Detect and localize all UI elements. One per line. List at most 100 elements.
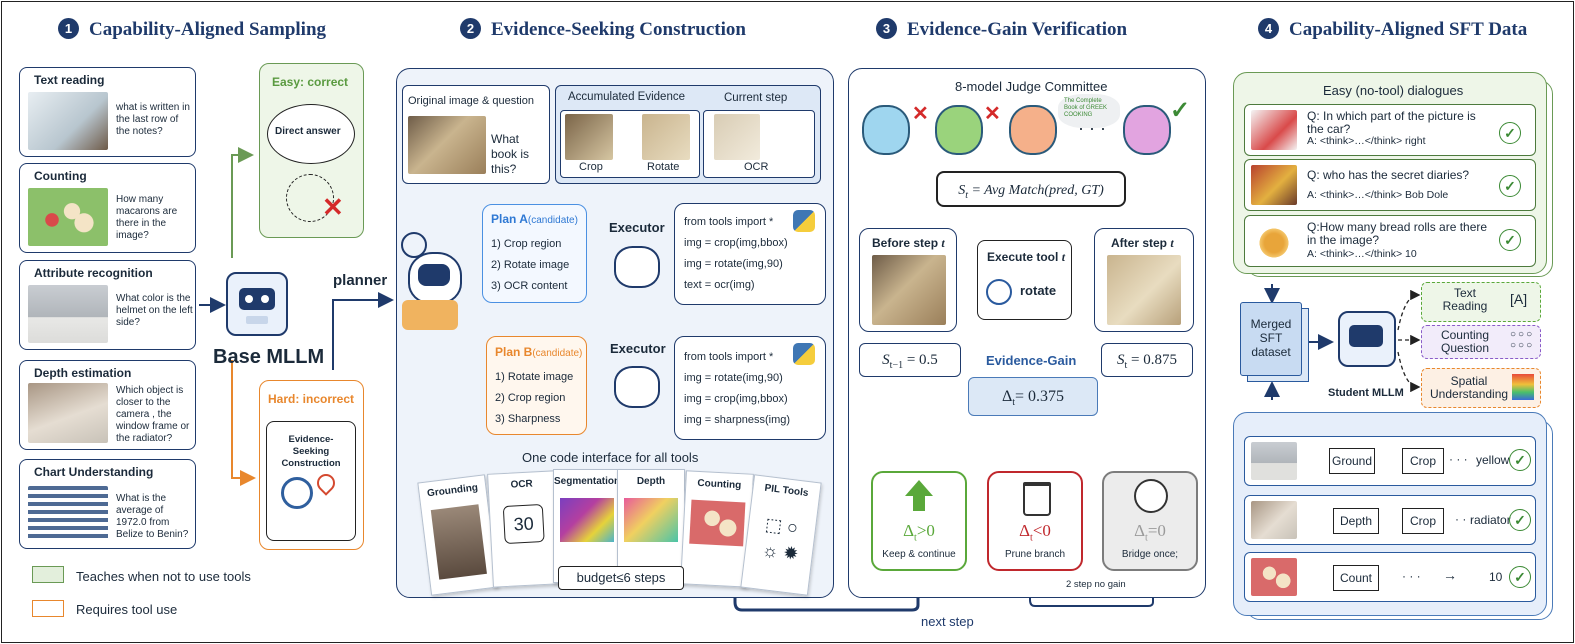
check-icon: ✓: [1170, 97, 1191, 124]
robot-icon: [226, 272, 288, 336]
delta-value: Δt= 0.375: [968, 377, 1098, 416]
evidence-box: Accumulated Evidence Current step Crop R…: [555, 85, 821, 184]
code-box-a: from tools import * img = crop(img,bbox)…: [674, 203, 826, 305]
tool-card-segmentation: Segmentation: [553, 469, 621, 583]
check-icon: ✓: [1509, 509, 1531, 531]
after-step-box: After step t: [1094, 228, 1194, 332]
easy-box: Easy: correct Direct answer ✕: [259, 63, 364, 238]
score-formula: St = Avg Match(pred, GT): [936, 171, 1126, 207]
execute-tool-box: Execute tool t rotate: [977, 240, 1072, 320]
current-score: St = 0.875: [1101, 343, 1193, 377]
laptop-icon: [402, 300, 458, 330]
trajectory-thumb: [1251, 558, 1297, 596]
check-icon: ✓: [1509, 449, 1531, 471]
executor-robot-icon: [614, 366, 660, 408]
task-card-attribute: Attribute recognition What color is the …: [19, 260, 196, 350]
rotate-thumbnail: [642, 114, 690, 160]
trajectory-thumb: [1251, 501, 1297, 539]
skill-counting: Counting Question ○○○○○○: [1421, 325, 1541, 359]
before-image: [872, 255, 946, 325]
stop-sign-photo: [1251, 110, 1297, 150]
judge-robot-icon: [862, 105, 910, 155]
up-arrow-icon: [905, 480, 933, 496]
text-reading-icon: [A]: [1510, 291, 1528, 307]
check-icon: ✓: [1499, 229, 1521, 251]
trajectory-row: Count · · · → 10 ✓: [1244, 552, 1536, 602]
trajectory-row: Depth Crop · · · radiator ✓: [1244, 495, 1536, 545]
legend-swatch-orange: [32, 600, 64, 617]
arrow-icon: →: [1443, 567, 1457, 583]
magnifier-icon: [281, 477, 313, 509]
dot-grid-icon: ○○○○○○: [1510, 329, 1535, 351]
dialogue-row: Q: who has the secret diaries? A: <think…: [1244, 159, 1536, 211]
budget-box: budget≤6 steps: [558, 566, 684, 590]
task-card-text-reading: Text reading what is written in the last…: [19, 67, 196, 157]
location-pin-icon: [313, 470, 339, 496]
trajectory-thumb: [1251, 442, 1297, 480]
kids-snow-photo: [28, 285, 108, 343]
student-robot-icon: [1338, 311, 1396, 367]
x-icon: ✕: [322, 192, 344, 222]
before-step-box: Before step t: [859, 228, 957, 332]
book-cover-photo: [1251, 165, 1297, 205]
tool-card-grounding: Grounding: [417, 474, 499, 596]
notes-photo: [28, 92, 108, 150]
gate-keep: Δt>0 Keep & continue: [871, 471, 967, 571]
python-icon: [793, 343, 815, 365]
next-step-label: next step: [921, 614, 974, 629]
task-card-depth: Depth estimation Which object is closer …: [19, 360, 196, 450]
skill-spatial: Spatial Understanding: [1421, 368, 1541, 408]
python-icon: [793, 210, 815, 232]
trajectory-row: Ground Crop · · · yellow ✓: [1244, 436, 1536, 486]
gear-icon: [401, 232, 427, 258]
after-image: [1107, 255, 1181, 325]
student-label: Student MLLM: [1328, 387, 1404, 399]
merged-dataset-box: Merged SFT dataset: [1240, 302, 1302, 376]
committee-title: 8-model Judge Committee: [955, 79, 1108, 94]
book-photo: [408, 116, 486, 174]
thought-cloud: [1058, 94, 1120, 128]
executor-robot-icon: [614, 246, 660, 288]
macarons-photo: [28, 188, 108, 246]
code-box-b: from tools import * img = rotate(img,90)…: [674, 336, 826, 440]
plan-b-box: Plan B(candidate) 1) Rotate image 2) Cro…: [486, 336, 587, 435]
judge-robot-icon: [1009, 105, 1057, 155]
skill-text-reading: Text Reading [A]: [1421, 282, 1541, 322]
check-icon: ✓: [1499, 122, 1521, 144]
x-icon: ✕: [912, 103, 929, 125]
evidence-gain-title: Evidence-Gain: [986, 353, 1077, 368]
plan-a-box: Plan A(candidate) 1) Crop region 2) Rota…: [482, 204, 587, 303]
room-photo: [28, 383, 108, 443]
prev-score: St−1 = 0.5: [859, 343, 961, 377]
check-icon: ✓: [1509, 566, 1531, 588]
pause-icon: [1134, 479, 1168, 513]
planner-robot-icon: [408, 252, 462, 304]
judge-robot-icon: [935, 105, 983, 155]
hard-box: Hard: incorrect Evidence-Seeking Constru…: [259, 380, 364, 550]
x-icon: ✕: [984, 103, 1001, 125]
check-icon: ✓: [1499, 175, 1521, 197]
original-image-box: Original image & question What book is t…: [402, 85, 550, 184]
easy-dialogues-title: Easy (no-tool) dialogues: [1323, 83, 1464, 98]
judge-robot-icon: [1123, 105, 1171, 155]
executor-label-b: Executor: [610, 341, 666, 356]
dialogue-row: Q:How many bread rolls are there in the …: [1244, 215, 1536, 267]
crop-thumbnail: [565, 114, 613, 160]
tools-disabled-icon: [286, 174, 334, 222]
tool-card-pil: PIL Tools⬚ ○☼ ✹: [740, 474, 822, 596]
legend-label-tool-use: Requires tool use: [76, 602, 178, 617]
task-card-counting: Counting How many macarons are there in …: [19, 163, 196, 253]
task-card-chart: Chart Understanding What is the average …: [19, 459, 196, 549]
rotate-icon: [986, 279, 1012, 305]
ellipsis: · · ·: [1078, 118, 1106, 138]
legend-label-no-tools: Teaches when not to use tools: [76, 569, 251, 584]
gate-prune: Δt<0 Prune branch: [987, 471, 1083, 571]
base-model-label: Base MLLM: [213, 346, 325, 368]
tools-title: One code interface for all tools: [522, 450, 699, 465]
